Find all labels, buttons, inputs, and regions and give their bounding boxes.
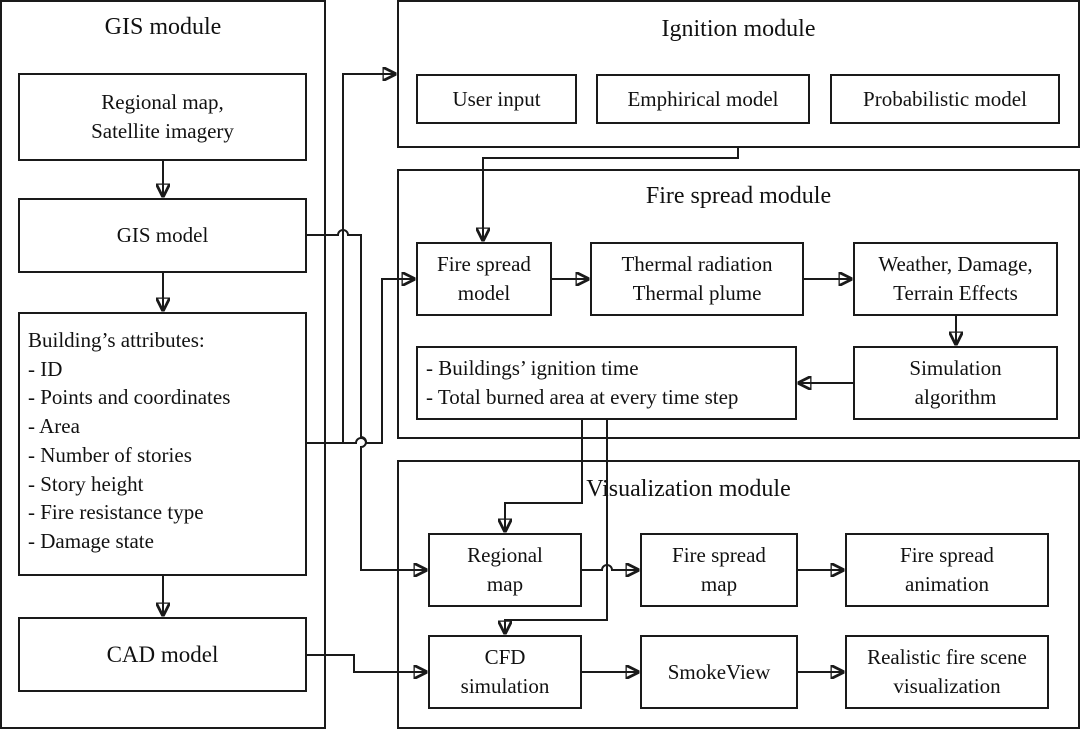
attribute-item: - Story height bbox=[28, 471, 144, 496]
fire-spread-animation-line-2: animation bbox=[905, 572, 989, 596]
probabilistic-model-box: Probabilistic model bbox=[830, 74, 1060, 124]
ignition-module: Ignition module bbox=[397, 0, 1080, 148]
effects-line-2: Terrain Effects bbox=[893, 281, 1018, 305]
regional-map-line-2: map bbox=[486, 572, 524, 596]
fire-spread-module-title: Fire spread module bbox=[645, 183, 832, 209]
outputs-line-2: - Total burned area at every time step bbox=[426, 385, 739, 409]
simulation-line-1: Simulation bbox=[909, 356, 1002, 380]
realistic-scene-box: Realistic fire scene visualization bbox=[845, 635, 1049, 709]
ignition-module-title: Ignition module bbox=[661, 16, 816, 42]
cfd-line-1: CFD bbox=[484, 645, 526, 669]
user-input-box: User input bbox=[416, 74, 577, 124]
realistic-scene-line-2: visualization bbox=[893, 674, 1001, 698]
building-attributes-box: Building’s attributes: - ID - Points and… bbox=[18, 312, 307, 576]
thermal-box: Thermal radiation Thermal plume bbox=[590, 242, 804, 316]
cad-model-box: CAD model bbox=[18, 617, 307, 692]
fire-spread-model-line-2: model bbox=[457, 281, 511, 305]
regional-map-satellite-box: Regional map, Satellite imagery bbox=[18, 73, 307, 161]
fire-spread-animation-box: Fire spread animation bbox=[845, 533, 1049, 607]
fire-spread-map-box: Fire spread map bbox=[640, 533, 798, 607]
effects-box: Weather, Damage, Terrain Effects bbox=[853, 242, 1058, 316]
simulation-algorithm-box: Simulation algorithm bbox=[853, 346, 1058, 420]
attribute-item: - Fire resistance type bbox=[28, 500, 204, 525]
smokeview-label: SmokeView bbox=[667, 659, 771, 684]
regional-map-satellite-line-2: Satellite imagery bbox=[91, 119, 234, 143]
attribute-item: - Area bbox=[28, 414, 80, 439]
gis-module-title: GIS module bbox=[104, 14, 222, 40]
empirical-model-label: Emphirical model bbox=[627, 86, 779, 111]
attribute-item: - Damage state bbox=[28, 528, 154, 553]
fire-spread-model-line-1: Fire spread bbox=[437, 252, 531, 276]
attribute-item: - Points and coordinates bbox=[28, 385, 231, 410]
fire-spread-animation-line-1: Fire spread bbox=[900, 543, 994, 567]
fire-spread-map-line-2: map bbox=[700, 572, 738, 596]
smokeview-box: SmokeView bbox=[640, 635, 798, 709]
regional-map-line-1: Regional bbox=[467, 543, 543, 567]
outputs-line-1: - Buildings’ ignition time bbox=[426, 356, 639, 380]
effects-line-1: Weather, Damage, bbox=[878, 252, 1033, 276]
simulation-line-2: algorithm bbox=[914, 385, 997, 409]
visualization-module-title: Visualization module bbox=[586, 476, 791, 502]
attribute-item: - Number of stories bbox=[28, 442, 192, 467]
thermal-line-2: Thermal plume bbox=[632, 281, 762, 305]
fire-spread-model-box: Fire spread model bbox=[416, 242, 552, 316]
regional-map-satellite-line-1: Regional map, bbox=[101, 90, 224, 114]
thermal-line-1: Thermal radiation bbox=[621, 252, 773, 276]
user-input-label: User input bbox=[452, 86, 541, 111]
probabilistic-model-label: Probabilistic model bbox=[863, 86, 1027, 111]
building-attributes-heading: Building’s attributes: bbox=[28, 328, 205, 352]
regional-map-box: Regional map bbox=[428, 533, 582, 607]
cfd-line-2: simulation bbox=[460, 674, 550, 698]
cad-model-label: CAD model bbox=[106, 642, 219, 667]
gis-model-box: GIS model bbox=[18, 198, 307, 273]
realistic-scene-line-1: Realistic fire scene bbox=[867, 645, 1027, 669]
cfd-simulation-box: CFD simulation bbox=[428, 635, 582, 709]
visualization-module: Visualization module bbox=[397, 460, 1080, 729]
attribute-item: - ID bbox=[28, 356, 63, 381]
empirical-model-box: Emphirical model bbox=[596, 74, 810, 124]
gis-model-label: GIS model bbox=[116, 223, 209, 247]
outputs-box: - Buildings’ ignition time - Total burne… bbox=[416, 346, 797, 420]
fire-spread-map-line-1: Fire spread bbox=[672, 543, 766, 567]
